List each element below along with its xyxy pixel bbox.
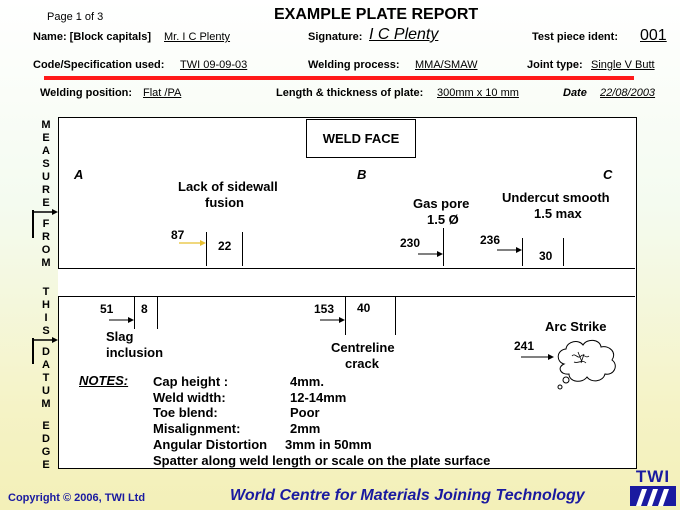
- page-number: Page 1 of 3: [47, 11, 104, 23]
- footer-tagline: World Centre for Materials Joining Techn…: [230, 487, 585, 504]
- joint-value: Single V Butt: [591, 59, 655, 71]
- slag-arrow-icon: [109, 317, 134, 323]
- weld-root-gap: [58, 268, 635, 297]
- undercut-arrow-icon: [497, 247, 522, 253]
- code-label: Code/Specification used:: [33, 59, 165, 71]
- twi-logo-stripes-icon: [630, 486, 676, 506]
- undercut-end-tick: [563, 238, 564, 266]
- note-toe-blend-label: Toe blend:: [153, 405, 218, 420]
- lack-fusion-label-line1: Lack of sidewall: [178, 179, 278, 194]
- name-value: Mr. I C Plenty: [164, 31, 231, 43]
- undercut-start: 236: [480, 233, 501, 247]
- undercut-start-tick: [522, 238, 523, 266]
- process-value: MMA/SMAW: [415, 59, 478, 71]
- code-value: TWI 09-09-03: [180, 59, 248, 71]
- length-label: Length & thickness of plate:: [276, 87, 424, 99]
- note-cap-height-label: Cap height :: [153, 374, 229, 389]
- slag-length: 8: [141, 302, 148, 316]
- crack-length: 40: [357, 301, 371, 315]
- undercut-label-line2: 1.5 max: [534, 206, 582, 221]
- weld-face-label: WELD FACE: [306, 119, 416, 158]
- lack-fusion-start: 87: [171, 228, 185, 242]
- crack-arrow-icon: [320, 317, 345, 323]
- position-label: Welding position:: [40, 87, 133, 99]
- slag-start: 51: [100, 302, 114, 316]
- slag-start-tick: [134, 297, 135, 329]
- note-misalignment-value: 2mm: [290, 421, 321, 436]
- lack-fusion-label-line2: fusion: [205, 195, 244, 210]
- report-title: EXAMPLE PLATE REPORT: [274, 6, 479, 23]
- date-value: 22/08/2003: [600, 87, 656, 99]
- gas-pore-label-line2: 1.5 Ø: [427, 212, 459, 227]
- name-label: Name: [Block capitals]: [33, 31, 151, 43]
- datum-arrow-icon-upper: [32, 209, 58, 238]
- slag-end-tick: [157, 297, 158, 329]
- gas-pore-label-line1: Gas pore: [413, 196, 470, 211]
- copyright-text: Copyright © 2006, TWI Ltd: [8, 492, 146, 504]
- gas-pore-arrow-icon: [418, 251, 443, 257]
- crack-label-line1: Centreline: [331, 340, 395, 355]
- note-toe-blend-value: Poor: [290, 405, 320, 420]
- arc-strike-cloud-icon: [557, 339, 616, 390]
- undercut-length: 30: [539, 249, 553, 263]
- yellow-arrow-icon: [179, 240, 206, 246]
- lack-fusion-length: 22: [218, 239, 232, 253]
- notes-heading: NOTES:: [79, 373, 129, 388]
- lack-fusion-end-tick: [242, 232, 243, 266]
- joint-label: Joint type:: [527, 59, 583, 71]
- lack-fusion-start-tick: [206, 232, 207, 266]
- date-label: Date: [563, 87, 587, 99]
- slag-label-line2: inclusion: [106, 345, 164, 360]
- length-value: 300mm x 10 mm: [437, 87, 519, 99]
- crack-start-tick: [345, 297, 346, 335]
- test-piece-value: 001: [640, 27, 667, 44]
- datum-arrow-icon-lower: [32, 337, 58, 364]
- note-weld-width-value: 12-14mm: [290, 390, 347, 405]
- position-value: Flat /PA: [143, 87, 182, 99]
- gas-pore-tick: [443, 228, 444, 266]
- signature-label: Signature:: [308, 31, 363, 43]
- position-c-label: C: [603, 167, 613, 182]
- gas-pore-position: 230: [400, 236, 421, 250]
- note-spatter: Spatter along weld length or scale on th…: [153, 453, 491, 468]
- position-b-label: B: [357, 167, 367, 182]
- crack-start: 153: [314, 302, 335, 316]
- note-cap-height-value: 4mm.: [290, 374, 324, 389]
- note-misalignment-label: Misalignment:: [153, 421, 241, 436]
- process-label: Welding process:: [308, 59, 400, 71]
- note-weld-width-label: Weld width:: [153, 390, 226, 405]
- crack-label-line2: crack: [345, 356, 379, 371]
- arc-strike-label: Arc Strike: [545, 319, 607, 334]
- red-rule: [44, 76, 634, 80]
- slag-label-line1: Slag: [106, 329, 134, 344]
- twi-logo-text: TWI: [635, 467, 671, 486]
- arc-strike-position: 241: [514, 339, 535, 353]
- signature-value: I C Plenty: [369, 26, 439, 43]
- arc-strike-arrow-icon: [521, 354, 554, 360]
- undercut-label-line1: Undercut smooth: [502, 190, 610, 205]
- note-distortion-value: 3mm in 50mm: [285, 437, 372, 452]
- position-a-label: A: [74, 167, 84, 182]
- twi-logo: TWI: [630, 468, 676, 511]
- note-distortion-label: Angular Distortion: [153, 437, 268, 452]
- test-piece-label: Test piece ident:: [532, 31, 618, 43]
- crack-end-tick: [395, 297, 396, 335]
